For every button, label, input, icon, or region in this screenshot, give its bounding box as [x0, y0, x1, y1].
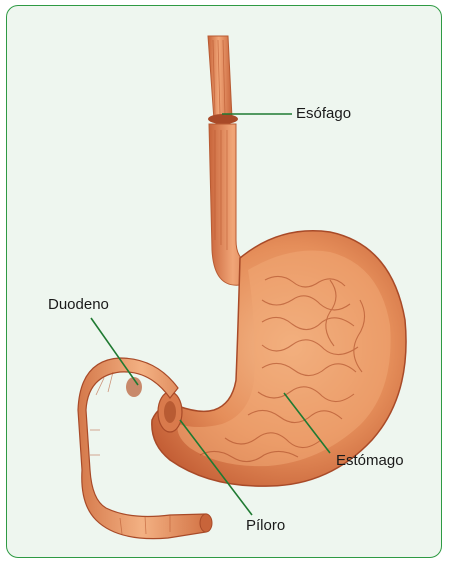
estomago-label: Estómago: [336, 452, 404, 469]
duodeno-label: Duodeno: [48, 296, 109, 313]
piloro-label: Píloro: [246, 517, 285, 534]
stomach-shape: [152, 231, 406, 486]
esofago-label: Esófago: [296, 105, 351, 122]
